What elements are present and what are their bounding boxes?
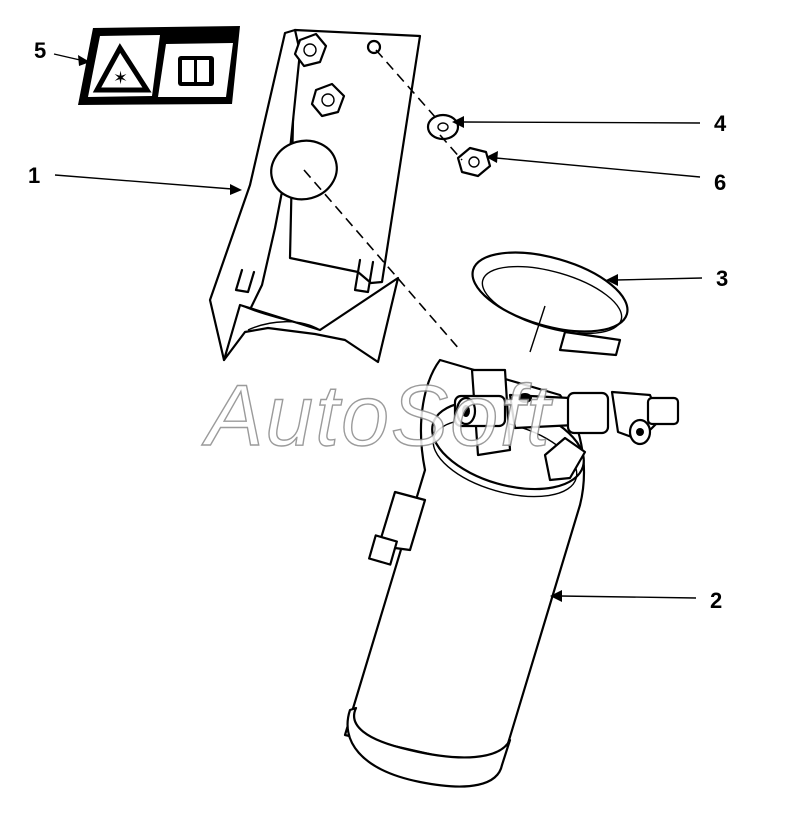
elbow-cap (646, 396, 680, 426)
callout-number-3: 3 (716, 266, 728, 291)
assembly-line-nut (439, 134, 463, 161)
small-warning-mark (164, 32, 176, 42)
svg-text:✶: ✶ (113, 68, 128, 89)
callout-number-2: 2 (710, 588, 722, 613)
switch-connector (368, 534, 398, 566)
callout-4: 4 (452, 111, 727, 136)
book-icon (178, 56, 214, 86)
callout-1: 1 (28, 163, 242, 195)
callout-number-6: 6 (714, 170, 726, 195)
callout-2: 2 (550, 588, 722, 613)
assembly-line-bracket (303, 169, 461, 351)
callout-number-4: 4 (714, 111, 727, 136)
callout-6: 6 (486, 151, 726, 195)
bracket-part (208, 28, 422, 364)
callout-3: 3 (606, 266, 728, 291)
watermark-text: AutoSoft (201, 368, 553, 464)
washer-part (426, 113, 460, 141)
bracket-slot-right (353, 258, 375, 294)
clamp-ring-part (471, 251, 629, 357)
receiver-drier-part (343, 358, 680, 788)
callout-number-1: 1 (28, 163, 40, 188)
callout-number-5: 5 (34, 38, 46, 63)
cylinder-bottom-band (346, 706, 512, 788)
warning-label-part: ✶ (78, 26, 240, 105)
clamp-buckle (558, 330, 622, 357)
outlet-nut (566, 391, 610, 435)
bracket-bolt-hole (366, 39, 382, 55)
bracket-cradle (222, 276, 400, 364)
callout-5: 5 (34, 38, 90, 66)
bracket-nut-middle (310, 82, 346, 118)
warning-triangle-icon: ✶ (92, 43, 152, 93)
sight-glass-fitting (543, 436, 587, 482)
bracket-nut-top (293, 32, 328, 68)
bracket-slot-left (234, 268, 256, 294)
nut-part (456, 146, 492, 178)
